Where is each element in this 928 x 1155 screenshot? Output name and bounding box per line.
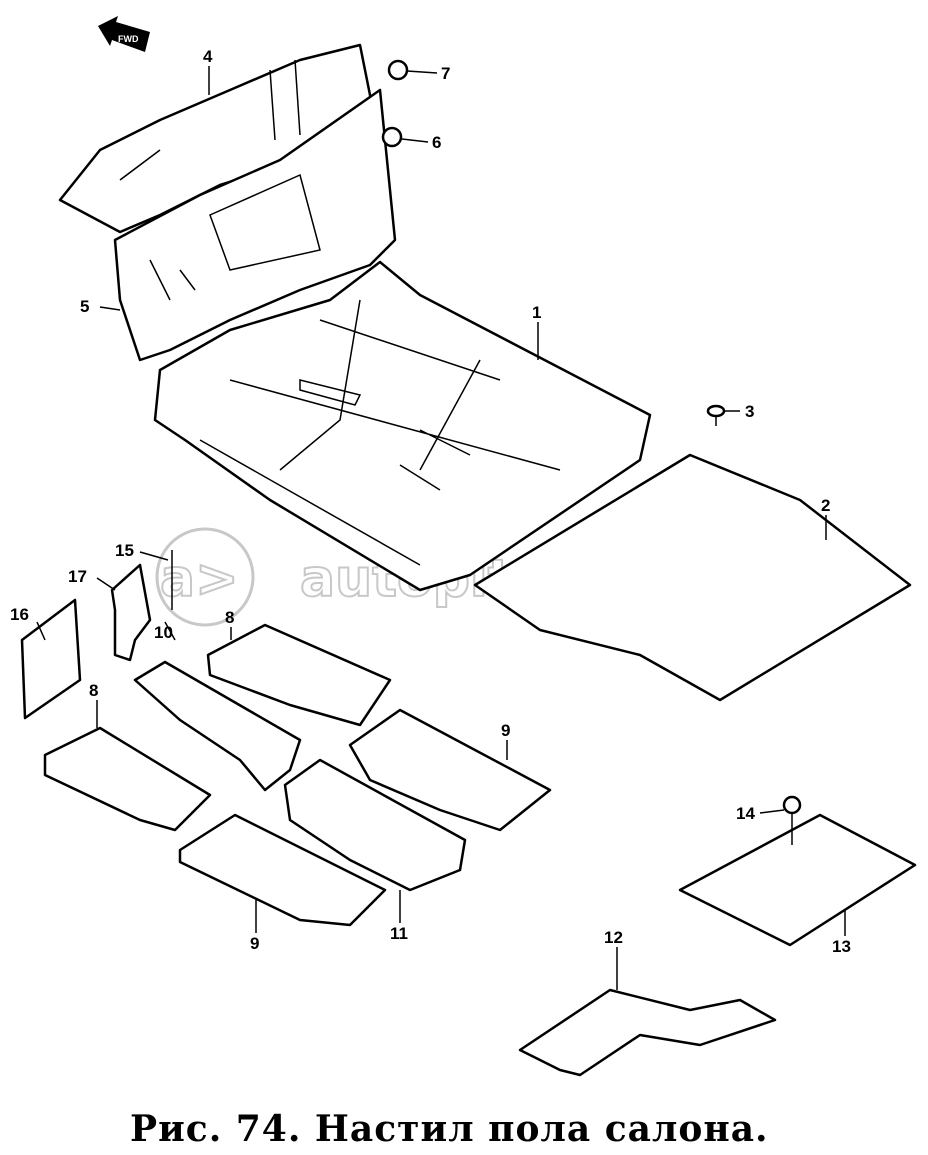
callout-label-10: 10 [154, 623, 173, 642]
part-14-hook [782, 795, 802, 845]
callout-label-13: 13 [832, 937, 851, 956]
part-8-front-mat-left [43, 726, 212, 832]
part-9-rear-mat-left [178, 813, 387, 927]
part-2-rear-mat [473, 453, 912, 702]
callout-label-3: 3 [745, 402, 754, 421]
callout-leaders [36, 66, 846, 990]
part-8-front-mat-right [206, 623, 392, 727]
callout-label-17: 17 [68, 567, 87, 586]
part-10-tunnel-pad [133, 660, 302, 792]
part-16-side-pad [20, 598, 82, 720]
part-5-dash-insulator [113, 88, 397, 362]
part-3-clip [706, 404, 726, 426]
part-6-clip [381, 126, 403, 148]
callout-label-6: 6 [432, 133, 441, 152]
part-9-rear-mat-right [348, 708, 552, 832]
front-direction-arrow-icon: FWD [98, 16, 150, 52]
figure-caption: Рис. 74. Настил пола салона. [130, 1108, 769, 1150]
callout-label-11: 11 [390, 924, 408, 943]
callout-label-4: 4 [203, 47, 213, 66]
part-13-cargo-mat [678, 813, 917, 947]
part-1-floor-carpet [153, 260, 652, 592]
callout-label-9b: 9 [250, 934, 259, 953]
callout-label-15: 15 [115, 541, 134, 560]
callout-label-8b: 8 [89, 681, 98, 700]
callout-label-7: 7 [441, 64, 450, 83]
callout-label-8a: 8 [225, 608, 234, 627]
callout-label-16: 16 [10, 605, 29, 624]
part-4-dash-upper-panel [58, 43, 377, 234]
part-7-clip [387, 59, 409, 81]
callout-label-2: 2 [821, 496, 830, 515]
callout-label-14: 14 [736, 804, 755, 823]
part-11-rear-tunnel-pad [283, 758, 467, 892]
callout-label-12: 12 [604, 928, 623, 947]
part-17-side-pad [110, 563, 152, 662]
svg-text:FWD: FWD [118, 34, 139, 44]
callout-label-9a: 9 [501, 721, 510, 740]
callout-label-5: 5 [80, 297, 89, 316]
callout-label-1: 1 [532, 303, 541, 322]
part-12-trim-panel [518, 988, 777, 1077]
